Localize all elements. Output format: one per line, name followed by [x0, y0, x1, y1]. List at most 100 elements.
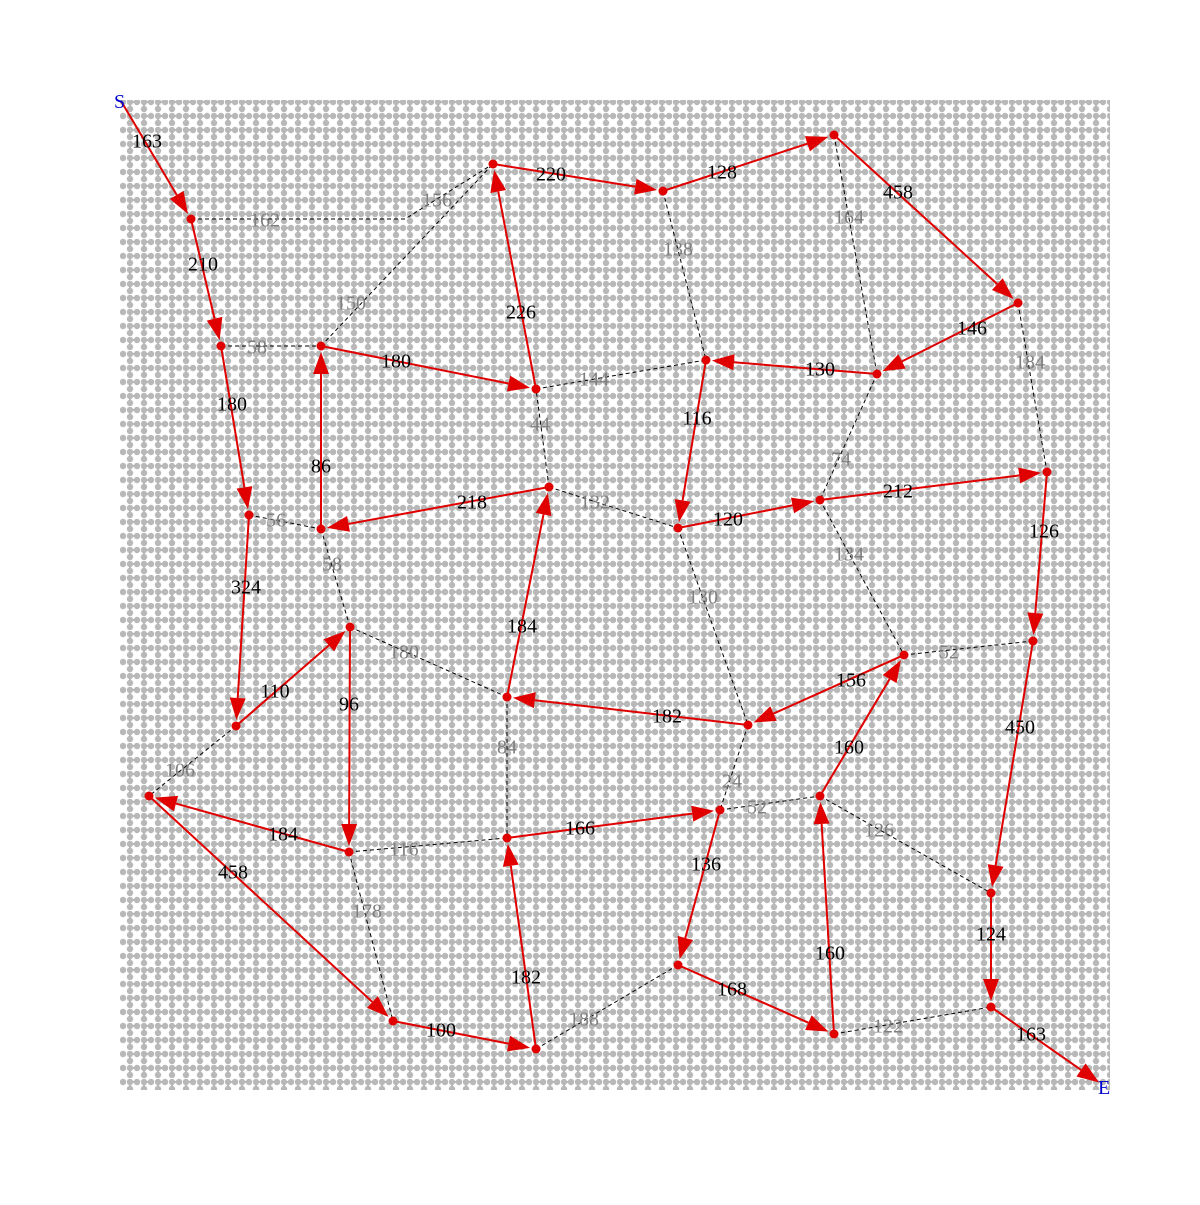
path-edge [320, 345, 509, 385]
end-label: E [1098, 1077, 1110, 1099]
graph-node [986, 1002, 996, 1012]
path-edge-weight: 166 [565, 818, 595, 840]
maze-background [120, 100, 1110, 1090]
path-arrowhead [502, 843, 519, 867]
graph-node [544, 482, 554, 492]
path-arrowhead [711, 354, 735, 371]
path-arrowhead [1027, 612, 1044, 636]
path-edge [994, 640, 1034, 866]
path-arrowhead [206, 316, 223, 341]
dashed-edge [662, 190, 707, 361]
path-edge [1034, 471, 1048, 614]
path-edge [662, 142, 808, 192]
other-edges-layer [148, 134, 1048, 1050]
other-edge-weight: 116 [389, 839, 418, 861]
path-arrowhead [753, 706, 777, 723]
graph-node [502, 692, 512, 702]
graph-node [186, 214, 196, 224]
path-arrowhead [790, 497, 815, 514]
graph-node [899, 650, 909, 660]
path-edge [819, 678, 891, 797]
path-arrowhead [313, 352, 329, 374]
graph-node [502, 833, 512, 843]
graph-node [388, 1016, 398, 1026]
other-edge-weight: 126 [864, 820, 894, 842]
graph-node [815, 495, 825, 505]
labels-layer: 1621565815056581801061161788444132144138… [132, 131, 1059, 1046]
path-edge-weight: 324 [231, 577, 261, 599]
nodes-layer [144, 130, 1052, 1054]
graph-node [316, 341, 326, 351]
path-edge [148, 795, 374, 1003]
path-edge-weight: 156 [836, 670, 866, 692]
other-edge-weight: 156 [422, 190, 452, 212]
dashed-edge [833, 1006, 992, 1035]
path-edge [773, 654, 905, 715]
path-arrowhead [805, 1015, 829, 1032]
path-edge-weight: 182 [652, 706, 682, 728]
path-edge-weight: 450 [1005, 717, 1035, 739]
other-edge-weight: 44 [530, 414, 550, 436]
path-edge-weight: 180 [217, 394, 247, 416]
path-arrowhead [512, 692, 536, 709]
path-arrowhead [326, 516, 350, 532]
path-edge [820, 823, 835, 1035]
path-arrowhead [987, 864, 1004, 888]
other-edge-weight: 180 [389, 642, 419, 664]
path-edge-weight: 126 [1029, 521, 1059, 543]
path-edge [497, 191, 537, 390]
path-edge [901, 302, 1019, 363]
path-arrowhead [506, 1035, 531, 1052]
path-arrowhead [1018, 467, 1042, 484]
graph-node [872, 369, 882, 379]
other-edge-weight: 122 [873, 1016, 903, 1038]
graph-node [1042, 467, 1052, 477]
dashed-edge [833, 134, 878, 375]
other-edge-weight: 130 [688, 587, 718, 609]
dashed-edge [148, 725, 237, 797]
graph-node [1028, 636, 1038, 646]
other-edge-weight: 138 [663, 239, 693, 261]
graph-node [673, 960, 683, 970]
path-edge-weight: 130 [805, 359, 835, 381]
path-arrowhead [634, 178, 658, 195]
other-edge-weight: 164 [834, 207, 864, 229]
path-edge-weight: 218 [457, 492, 487, 514]
path-edge [990, 1006, 1082, 1071]
path-edge-weight: 180 [381, 351, 411, 373]
path-edge-weight: 124 [976, 924, 1006, 946]
dashed-edge [348, 837, 508, 853]
path-edge [492, 163, 636, 188]
dashed-edge [719, 795, 821, 811]
path-edge-weight: 146 [957, 318, 987, 340]
graph-node [345, 622, 355, 632]
path-edge-weight: 128 [707, 162, 737, 184]
path-edge-weight: 182 [511, 967, 541, 989]
graph-node [344, 847, 354, 857]
path-edge-weight: 184 [507, 616, 537, 638]
path-edge-weight: 100 [426, 1020, 456, 1042]
dashed-edge [535, 388, 550, 488]
path-arrowhead [1076, 1063, 1100, 1083]
dashed-edge [348, 851, 394, 1022]
dashed-edge [819, 499, 905, 656]
path-edge-weight: 163 [1016, 1024, 1046, 1046]
path-arrowhead [154, 795, 179, 812]
path-edge [236, 514, 250, 699]
other-edge-weight: 144 [579, 369, 609, 391]
path-edge [681, 359, 707, 501]
path-edge-weight: 96 [339, 694, 359, 716]
path-arrowhead [691, 805, 715, 822]
dashed-edge [719, 724, 749, 811]
path-arrowhead [882, 660, 901, 684]
other-edge-weight: 184 [1015, 352, 1045, 374]
path-edge-weight: 160 [815, 943, 845, 965]
path-arrowhead [813, 801, 830, 825]
dashed-edge [819, 795, 992, 894]
graph-node [316, 524, 326, 534]
path-edge [677, 504, 793, 529]
path-arrowhead [506, 375, 531, 392]
dashed-edge [903, 640, 1034, 656]
